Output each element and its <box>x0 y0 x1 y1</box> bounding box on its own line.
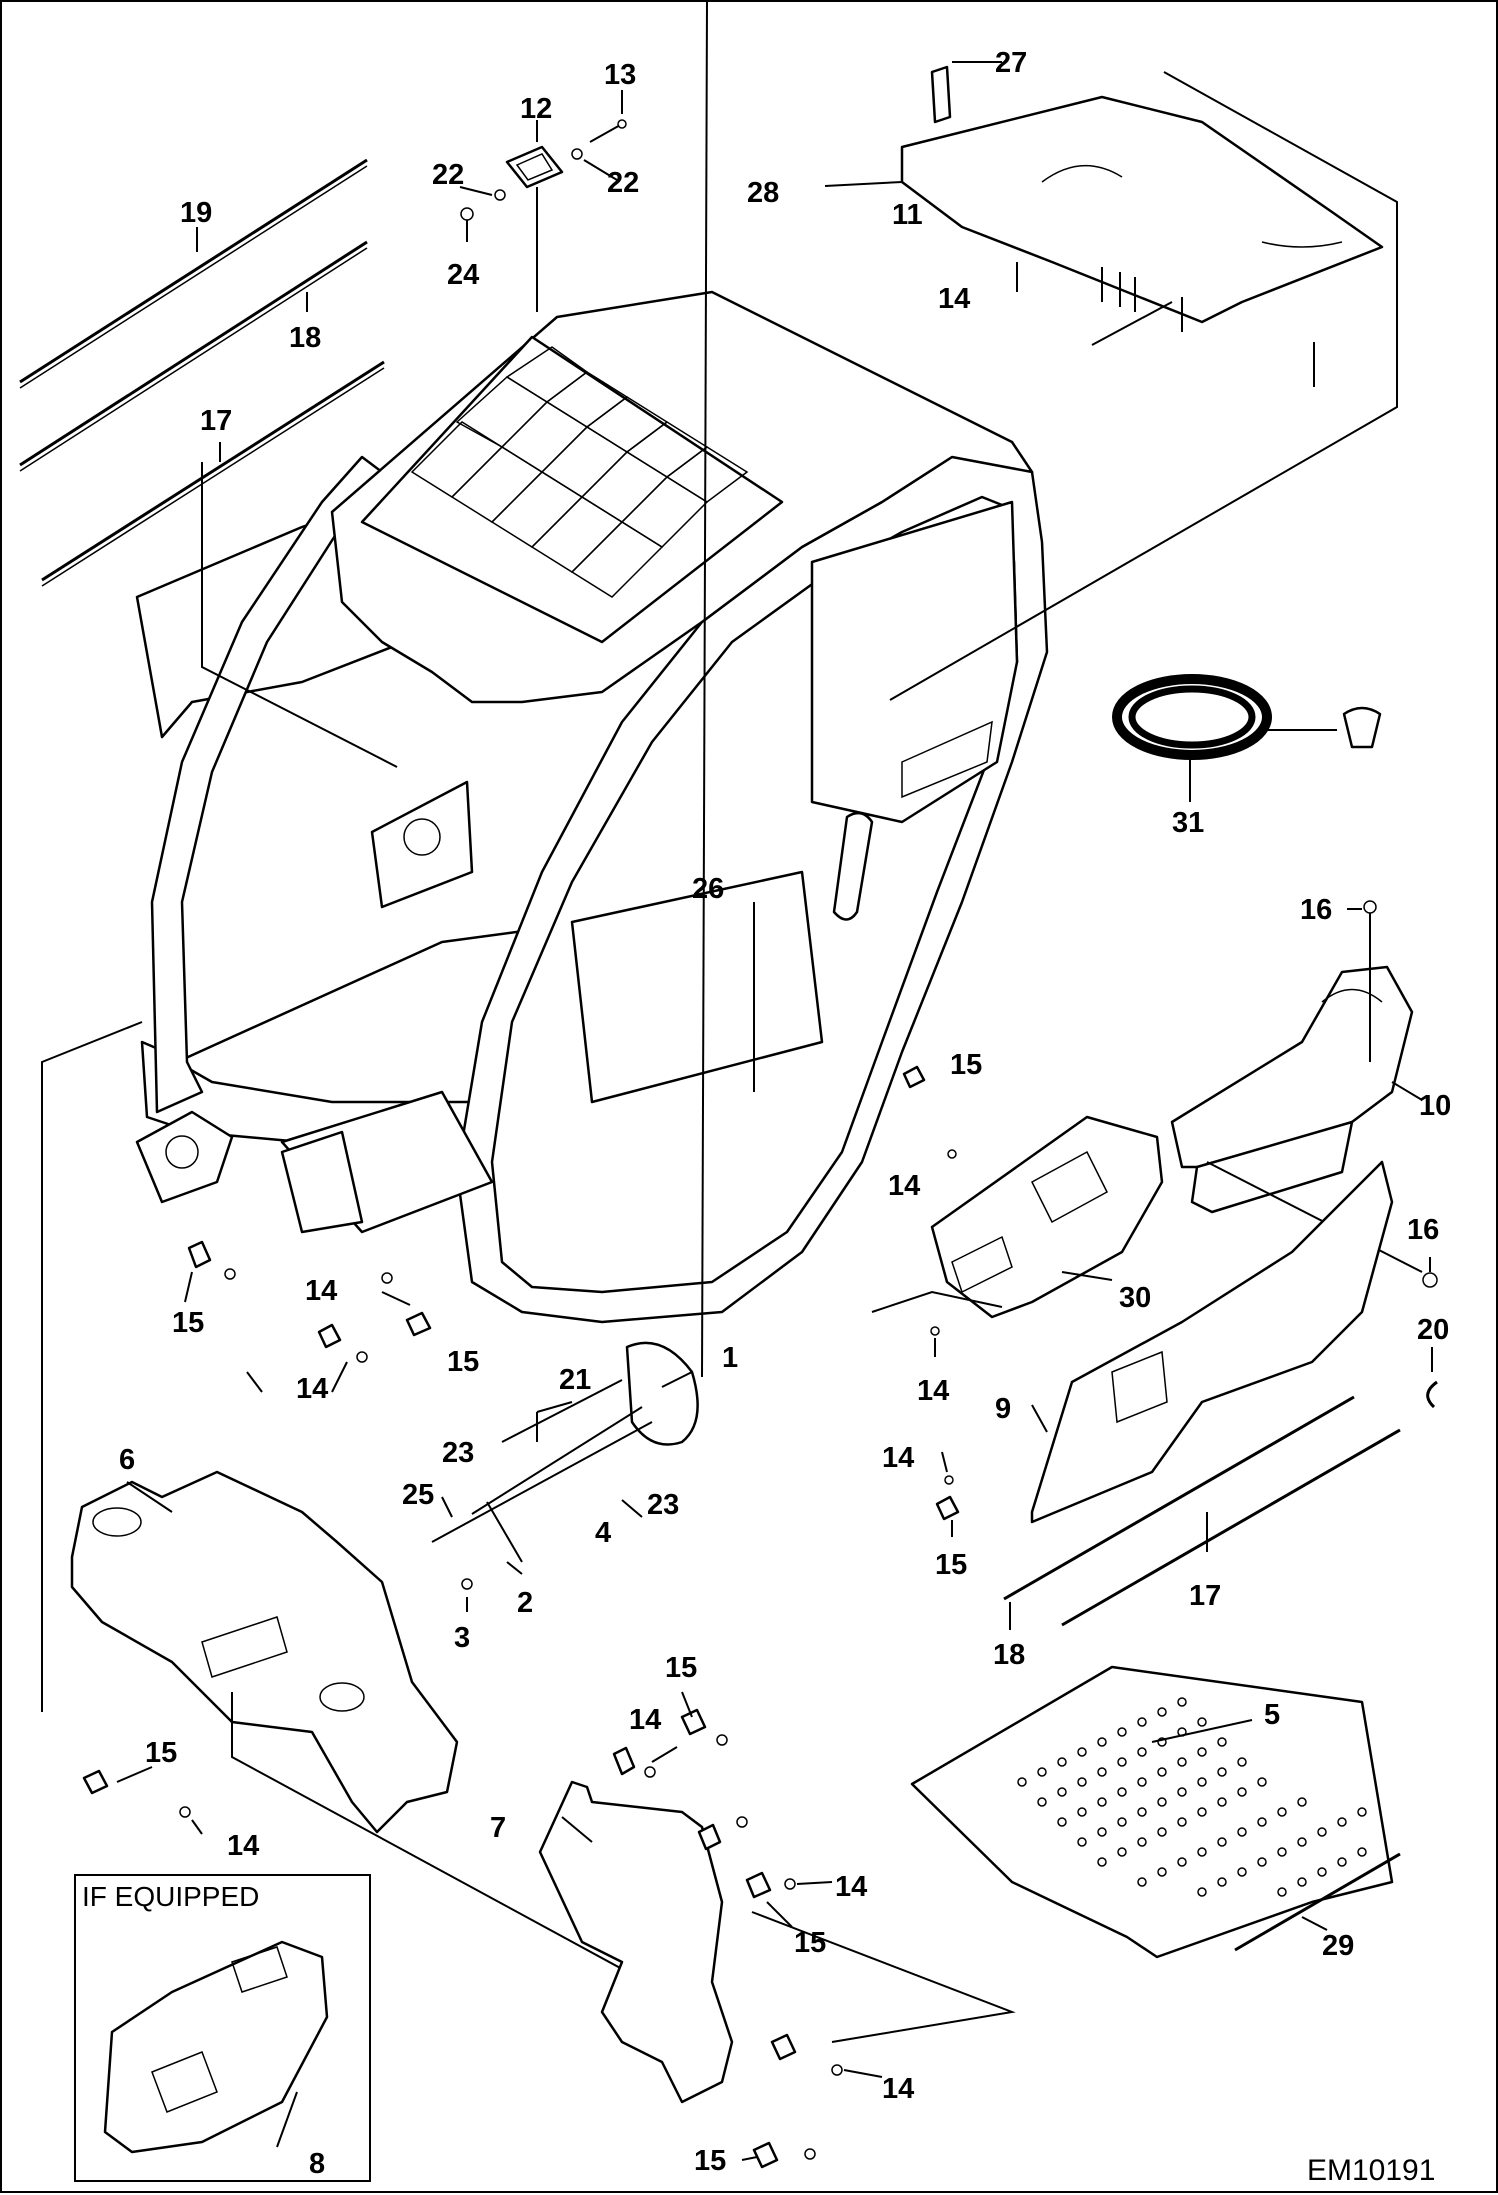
rod-17-lower <box>1061 1428 1401 1627</box>
panel-10 <box>1170 965 1414 1214</box>
callout-12: 12 <box>520 93 552 125</box>
drawing-reference: EM10191 <box>1307 2154 1435 2187</box>
plate-12 <box>505 145 564 189</box>
callout-30: 30 <box>1119 1282 1151 1314</box>
callout-15f: 15 <box>145 1737 177 1769</box>
callout-27: 27 <box>995 47 1027 79</box>
callout-16b: 16 <box>1407 1214 1439 1246</box>
seal-31 <box>1112 674 1382 760</box>
nut-24 <box>460 207 474 221</box>
mechanism-1 <box>431 1341 699 1543</box>
fastener-glyphs <box>82 1065 960 2169</box>
callout-15a: 15 <box>950 1049 982 1081</box>
callout-25: 25 <box>402 1479 434 1511</box>
console-30 <box>930 1115 1164 1319</box>
washer-22-right <box>571 148 583 160</box>
callout-28: 28 <box>747 177 779 209</box>
callout-19: 19 <box>180 197 212 229</box>
callout-16a: 16 <box>1300 894 1332 926</box>
callout-17b: 17 <box>1189 1580 1221 1612</box>
callout-14b: 14 <box>888 1170 920 1202</box>
callout-15d: 15 <box>935 1549 967 1581</box>
cover-11 <box>900 65 1384 324</box>
console-6 <box>70 1470 459 1834</box>
callout-21: 21 <box>559 1364 591 1396</box>
callout-5: 5 <box>1264 1699 1280 1731</box>
rod-18-lower <box>1003 1395 1355 1601</box>
callout-2: 2 <box>517 1587 533 1619</box>
callout-14e: 14 <box>917 1375 949 1407</box>
callout-1: 1 <box>722 1342 738 1374</box>
callout-9: 9 <box>995 1393 1011 1425</box>
callout-10: 10 <box>1419 1090 1451 1122</box>
rod-18 <box>19 240 368 472</box>
fastener-13 <box>589 119 627 143</box>
clip-20 <box>1426 1380 1438 1409</box>
strip-29 <box>1234 1852 1401 1952</box>
trim-7 <box>538 1780 734 2104</box>
panel-9 <box>1030 1160 1394 1524</box>
leader-lines <box>116 2 1433 2161</box>
callout-15e: 15 <box>665 1652 697 1684</box>
callout-8: 8 <box>309 2148 325 2180</box>
callout-22b: 22 <box>607 167 639 199</box>
washer-22-left <box>494 189 506 201</box>
roof-grille <box>410 346 749 598</box>
callout-24: 24 <box>447 259 479 291</box>
cab-frame <box>135 290 1049 1324</box>
callout-31: 31 <box>1172 807 1204 839</box>
callout-14a: 14 <box>938 283 970 315</box>
callout-23a: 23 <box>442 1437 474 1469</box>
callout-15h: 15 <box>694 2145 726 2177</box>
callout-29: 29 <box>1322 1930 1354 1962</box>
callout-14g: 14 <box>629 1704 661 1736</box>
callout-20: 20 <box>1417 1314 1449 1346</box>
callout-23b: 23 <box>647 1489 679 1521</box>
callout-7: 7 <box>490 1812 506 1844</box>
callout-labels: 1 2 3 4 5 6 7 8 9 10 11 12 13 14 14 14 1… <box>119 47 1451 2180</box>
rod-19 <box>19 158 368 389</box>
callout-18a: 18 <box>289 322 321 354</box>
mat-perforations <box>1017 1697 1367 1897</box>
callout-26: 26 <box>692 873 724 905</box>
if-equipped-inset <box>74 1874 371 2182</box>
floor-mat-5 <box>910 1665 1394 1959</box>
callout-14c: 14 <box>305 1275 337 1307</box>
callout-3: 3 <box>454 1622 470 1654</box>
inset-label: IF EQUIPPED <box>82 1881 259 1912</box>
callout-14j: 14 <box>882 2073 914 2105</box>
callout-15b: 15 <box>172 1307 204 1339</box>
rod-17 <box>41 360 385 587</box>
callout-13: 13 <box>604 59 636 91</box>
callout-14f: 14 <box>882 1442 914 1474</box>
callout-4: 4 <box>595 1517 611 1549</box>
callout-15c: 15 <box>447 1346 479 1378</box>
callout-22a: 22 <box>432 159 464 191</box>
callout-14i: 14 <box>835 1871 867 1903</box>
callout-11: 11 <box>892 199 923 231</box>
callout-14d: 14 <box>296 1373 328 1405</box>
callout-18b: 18 <box>993 1639 1025 1671</box>
callout-15g: 15 <box>794 1927 826 1959</box>
callout-14h: 14 <box>227 1830 259 1862</box>
callout-17a: 17 <box>200 405 232 437</box>
callout-6: 6 <box>119 1444 135 1476</box>
